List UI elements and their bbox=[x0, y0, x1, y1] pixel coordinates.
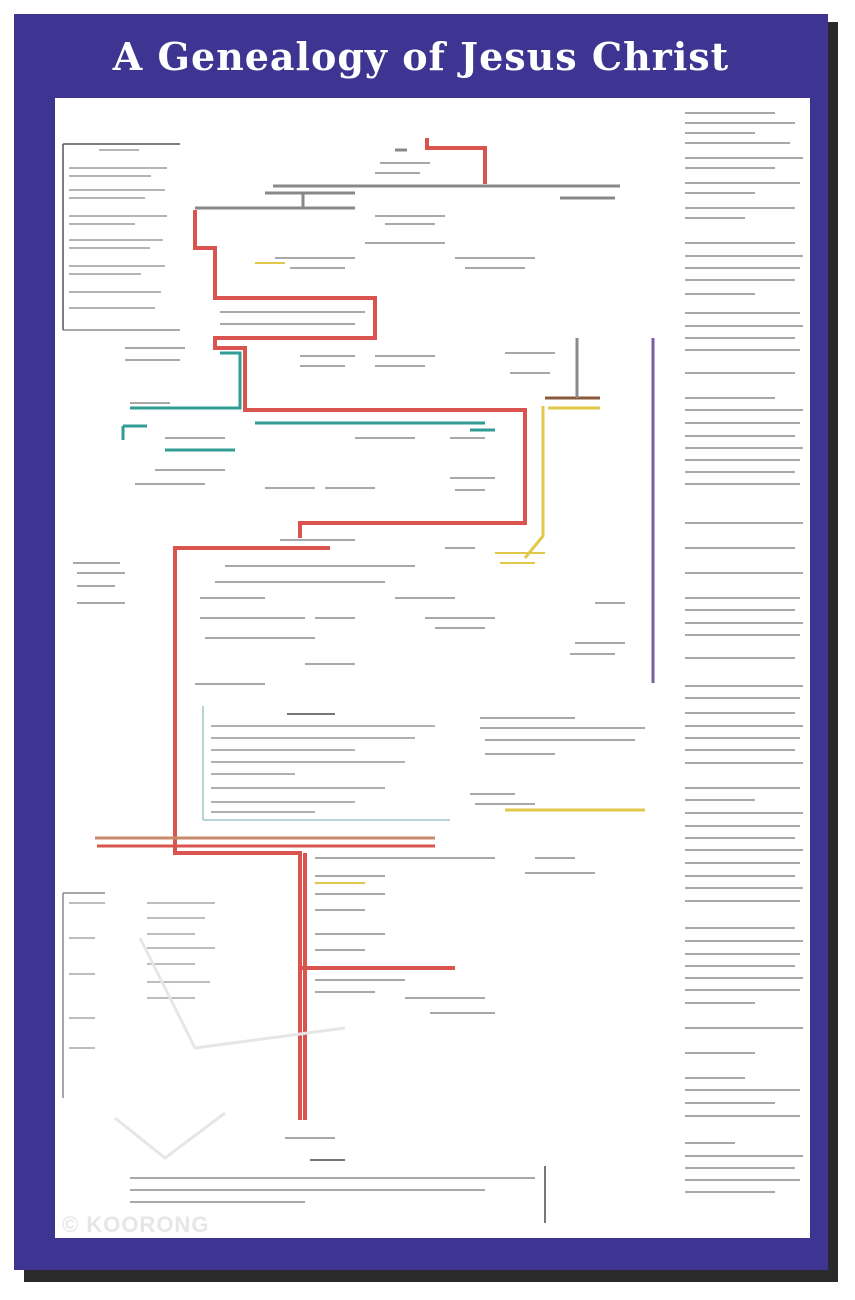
footer-notes bbox=[130, 1159, 546, 1223]
watermark-logo bbox=[114, 937, 346, 1160]
name-entries bbox=[73, 162, 645, 1139]
top-branch-lines bbox=[195, 148, 620, 210]
legend-box-bottom bbox=[62, 892, 105, 1098]
legend-box-top bbox=[62, 143, 180, 331]
central-note-text bbox=[211, 725, 435, 813]
poster-panel bbox=[55, 98, 810, 1238]
sidebar-notes bbox=[685, 112, 803, 1193]
teal-branch-lines bbox=[121, 351, 495, 452]
legend-bottom-text bbox=[69, 902, 215, 1049]
legend-text-lines bbox=[69, 149, 167, 309]
watermark-text: © KOORONG bbox=[62, 1212, 210, 1237]
side-branch-lines bbox=[95, 338, 655, 848]
yellow-name-entries bbox=[255, 262, 545, 884]
main-lineage-line bbox=[173, 138, 527, 1120]
genealogy-chart bbox=[62, 112, 803, 1223]
central-note-box bbox=[202, 706, 450, 821]
poster-title: A Genealogy of Jesus Christ bbox=[112, 34, 730, 79]
